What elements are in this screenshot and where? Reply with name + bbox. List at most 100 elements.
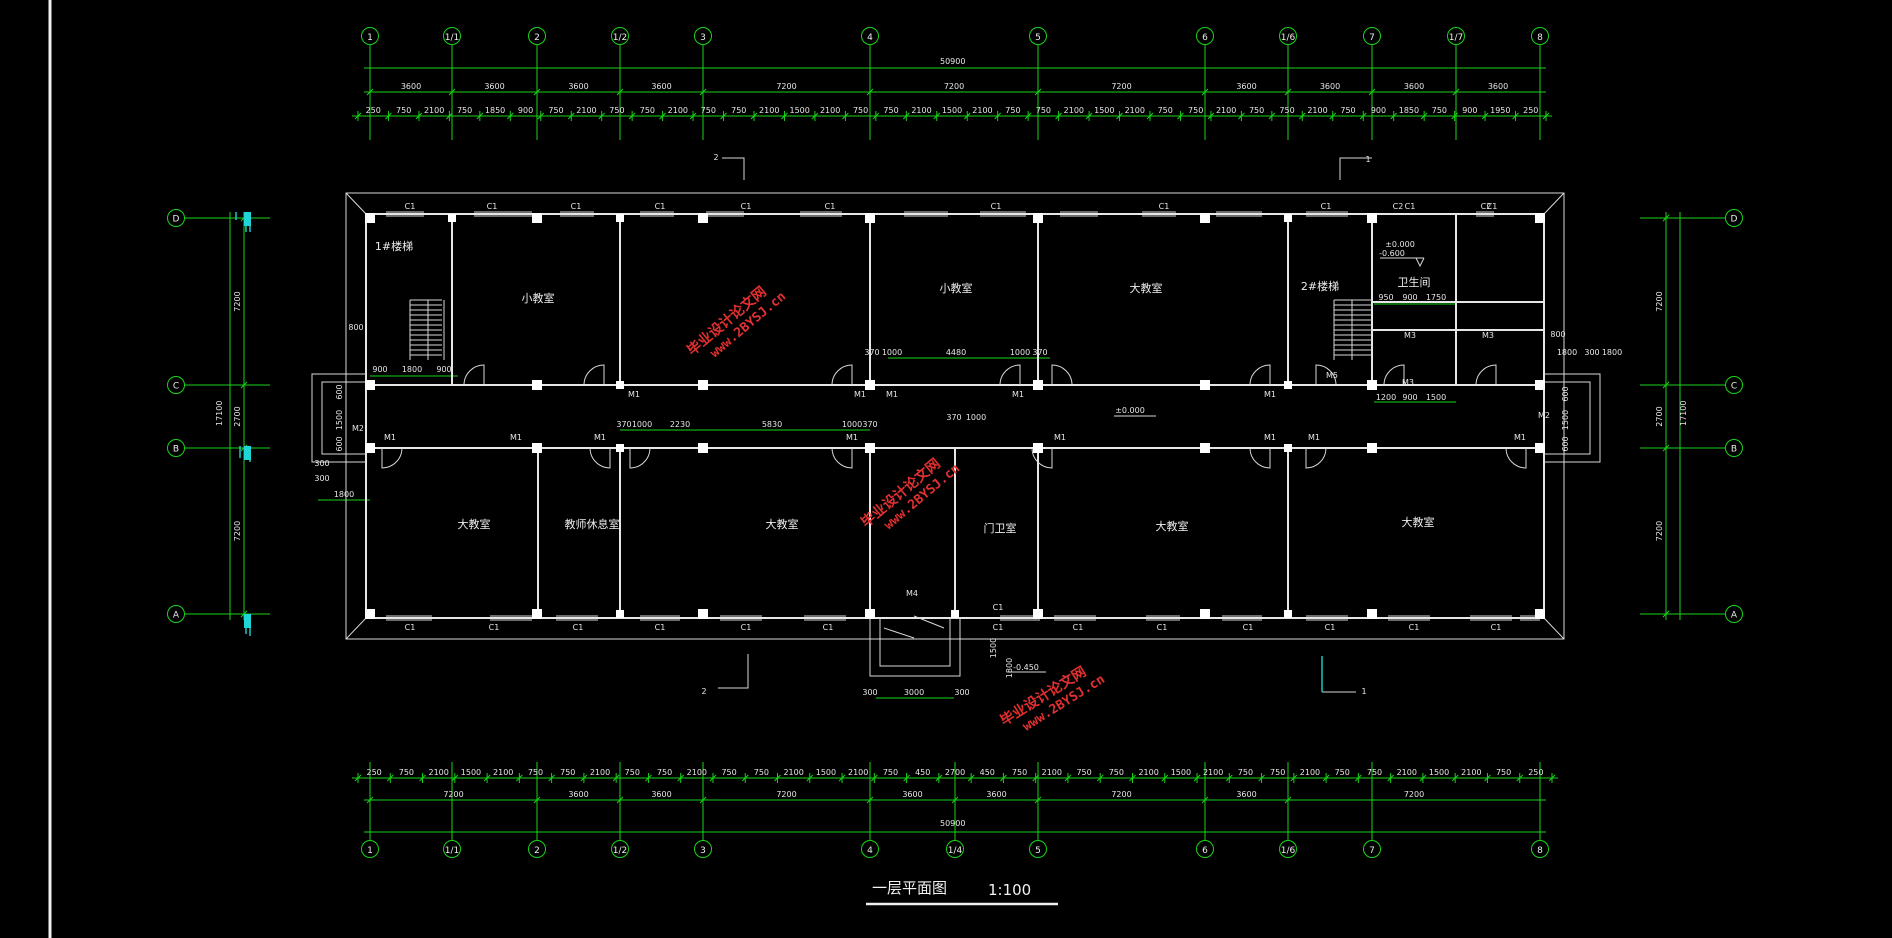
door-swing-3 (999, 364, 1021, 386)
bottom-row2-label-7: 3600 (1236, 790, 1256, 799)
room-label-large-classroom-4: 大教室 (1156, 519, 1189, 533)
column-0-3 (865, 213, 875, 223)
column-3-0 (365, 609, 375, 619)
top-row2-slash-25 (1116, 112, 1123, 120)
bottom-row1-slash-30 (1322, 774, 1330, 782)
top-row2-label-18: 2100 (911, 106, 931, 115)
top-row2-label-25: 2100 (1125, 106, 1145, 115)
top-row2-slash-33 (1359, 112, 1367, 120)
axis-label-left-D: D (173, 215, 180, 225)
corridor-dim-mid-5: 370 (862, 420, 877, 429)
column-3-5 (1200, 609, 1210, 619)
accent-block-1 (244, 446, 251, 460)
entrance-east-outer (1544, 373, 1601, 463)
door-label-1: M1 (854, 390, 866, 399)
door-swing-1 (583, 364, 605, 386)
column-1-7 (1535, 380, 1545, 390)
door-label-6: M1 (510, 433, 522, 442)
wc-dim-4: 900 (1402, 393, 1417, 402)
total-length-bottom: 50900 (940, 819, 965, 828)
room-label-small-classroom-2: 小教室 (940, 281, 973, 295)
axis-label-top-4: 3 (700, 33, 706, 43)
top-row2-label-20: 2100 (972, 106, 992, 115)
bottom-row1-slash-6 (548, 774, 555, 782)
bottom-row2-slash-8 (1284, 796, 1292, 804)
column-3-2 (698, 609, 708, 619)
top-row2-slash-31 (1298, 112, 1306, 120)
corridor-dim-mid-1: 1000 (632, 420, 652, 429)
level-wc-2: -0.600 (1379, 249, 1405, 258)
top-row2-slash-18 (902, 112, 910, 120)
entrance-west-outer (311, 373, 366, 463)
bottom-row1-slash-5 (515, 774, 523, 782)
room-label-stair1: 1#楼梯 (375, 239, 413, 253)
door-swing-5 (1249, 364, 1271, 386)
top-row2-label-1: 750 (396, 106, 411, 115)
plinth-corner-3 (345, 617, 367, 640)
top-row1-label-4: 7200 (776, 82, 796, 91)
room-label-stair2: 2#楼梯 (1301, 279, 1339, 293)
bottom-row1-label-0: 250 (366, 768, 381, 777)
top-row2-label-3: 750 (457, 106, 472, 115)
column-1-6 (1367, 380, 1377, 390)
door-label-11: M1 (1308, 433, 1320, 442)
door-label-3: M1 (1012, 390, 1024, 399)
column-3-4 (1033, 609, 1043, 619)
top-row2-label-10: 2100 (668, 106, 688, 115)
axis-label-bottom-8: 6 (1202, 846, 1208, 856)
misc-dim-5: 1800 (1602, 348, 1622, 357)
bottom-row2-label-4: 3600 (902, 790, 922, 799)
bottom-row1-slash-28 (1258, 774, 1265, 782)
window-label-top-10: C1 (1487, 202, 1498, 211)
window-label-bottom-8: C1 (1157, 623, 1168, 632)
bottom-row2-label-6: 7200 (1111, 790, 1131, 799)
column-3-6 (1367, 609, 1377, 619)
column-0-4 (1033, 213, 1043, 223)
top-row2-slash-13 (750, 112, 758, 120)
wc-dim-2: 1750 (1426, 293, 1446, 302)
bottom-row1-slash-37 (1548, 774, 1556, 782)
door-label-5: M1 (384, 433, 396, 442)
bottom-row1-label-28: 750 (1270, 768, 1285, 777)
bottom-row1-slash-20 (1000, 774, 1007, 782)
bottom-row1-slash-11 (709, 774, 717, 782)
room-label-large-classroom-1: 大教室 (1130, 281, 1163, 295)
door-swing-15 (1383, 364, 1405, 386)
top-row2-label-17: 750 (883, 106, 898, 115)
column-3-7 (1535, 609, 1545, 619)
window-label-top-9: C1 (1405, 202, 1416, 211)
left-small-4: 900 (372, 365, 387, 374)
top-row2-label-23: 2100 (1064, 106, 1084, 115)
corridor-dim-mid2-0: 370 (946, 413, 961, 422)
top-row2-label-29: 750 (1249, 106, 1264, 115)
top-row2-slash-22 (1024, 112, 1032, 120)
bottom-row1-slash-3 (451, 774, 459, 782)
bottom-row1-slash-35 (1484, 774, 1491, 782)
axis-label-left-A: A (173, 611, 180, 621)
window-label-top-12: C2 (1481, 202, 1492, 211)
right-chain-slash-2 (1662, 444, 1670, 452)
top-row2-label-15: 2100 (820, 106, 840, 115)
door-label-12: M1 (1514, 433, 1526, 442)
column-0-2 (698, 213, 708, 223)
axis-label-right-C: C (1731, 382, 1737, 392)
bottom-row1-label-9: 750 (657, 768, 672, 777)
window-label-top-4: C1 (741, 202, 752, 211)
top-row2-label-24: 1500 (1094, 106, 1114, 115)
column-1-0 (365, 380, 375, 390)
left-small-3: 800 (348, 323, 363, 332)
bottom-row1-slash-33 (1419, 774, 1427, 782)
bottom-row1-slash-1 (386, 774, 394, 782)
door-label-15: M3 (1404, 331, 1416, 340)
misc-dim-3: 1500 (989, 638, 998, 658)
top-row2-slash-26 (1146, 112, 1154, 120)
room-label-gatehouse: 门卫室 (984, 521, 1017, 535)
bottom-row2-slash-5 (951, 796, 959, 804)
top-row2-slash-29 (1238, 112, 1245, 120)
top-row1-slash-2 (533, 88, 541, 96)
top-row2-label-16: 750 (853, 106, 868, 115)
bottom-row1-label-34: 2100 (1461, 768, 1481, 777)
bottom-row1-slash-26 (1193, 774, 1201, 782)
